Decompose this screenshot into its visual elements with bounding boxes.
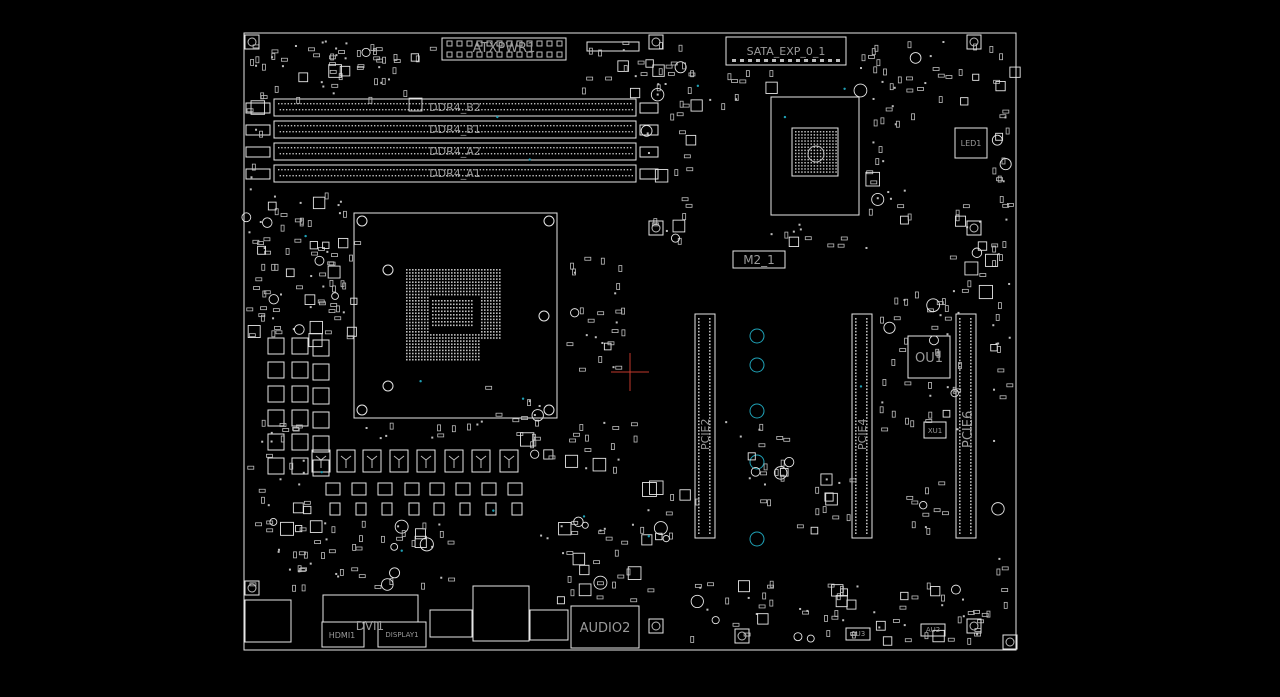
hdmi-label: HDMI1	[329, 631, 356, 640]
dvi-port[interactable]	[322, 594, 419, 623]
usb-stack-2[interactable]	[529, 609, 569, 641]
atxpwr-label: ATXPWR1	[473, 41, 536, 56]
usb-port-left[interactable]	[244, 599, 292, 643]
ddr4-slot-a1[interactable]	[273, 164, 637, 183]
usb-stack[interactable]	[429, 609, 473, 638]
ddr4-slot-b2[interactable]	[273, 98, 637, 117]
sata-exp-connector[interactable]: SATA_EXP_0_1	[725, 36, 847, 66]
au3-label: AU3	[851, 630, 865, 638]
vrm-inductors	[267, 337, 523, 516]
top-header	[586, 41, 640, 52]
ddr-label-a2: DDR4_A2	[429, 145, 481, 158]
sata-exp-label: SATA_EXP_0_1	[747, 45, 826, 58]
atx-power-connector[interactable]: ATXPWR1	[441, 37, 567, 61]
audio2-label: AUDIO2	[580, 621, 631, 636]
led1-label: LED1	[961, 139, 982, 148]
ddr4-slot-b1[interactable]	[273, 120, 637, 139]
pcie2-slot[interactable]: PCIE2	[694, 313, 716, 539]
board-outline	[243, 32, 1017, 651]
ddr-label-b2: DDR4_B2	[429, 101, 481, 114]
xu1-component[interactable]: XU1	[923, 421, 947, 439]
ddr-label-b1: DDR4_B1	[429, 123, 481, 136]
led1-component[interactable]: LED1	[954, 127, 988, 159]
pcie6-label: PCIE6	[961, 411, 976, 448]
au3-box	[845, 627, 871, 641]
ddr-label-a1: DDR4_A1	[429, 167, 481, 180]
display-port[interactable]	[377, 621, 427, 648]
chipset[interactable]	[770, 96, 860, 216]
audio-connector[interactable]	[570, 605, 640, 649]
xu1-label: XU1	[928, 427, 942, 435]
m2-label: M2_1	[743, 253, 775, 267]
cursor-crosshair	[611, 353, 649, 391]
cpu-socket[interactable]	[353, 212, 558, 419]
rear-io-ports[interactable]	[244, 585, 640, 649]
dvi-label: DVI1	[356, 619, 384, 633]
smd-components	[241, 34, 1021, 650]
ddr4-slots[interactable]: DDR4_B2 DDR4_B1 DDR4_A2 DDR4_A1	[245, 98, 659, 183]
display-label: DISPLAY1	[385, 631, 418, 639]
standoff-circles	[749, 328, 765, 547]
ddr4-slot-a2[interactable]	[273, 142, 637, 161]
lan-port[interactable]	[472, 585, 530, 642]
pcie2-label: PCIE2	[699, 418, 712, 450]
pcie6-slot[interactable]: PCIE6	[955, 313, 977, 539]
pcie4-slot[interactable]: PCIE4	[851, 313, 873, 539]
pcie4-label: PCIE4	[856, 418, 869, 450]
m2-slot[interactable]: M2_1	[732, 250, 786, 269]
